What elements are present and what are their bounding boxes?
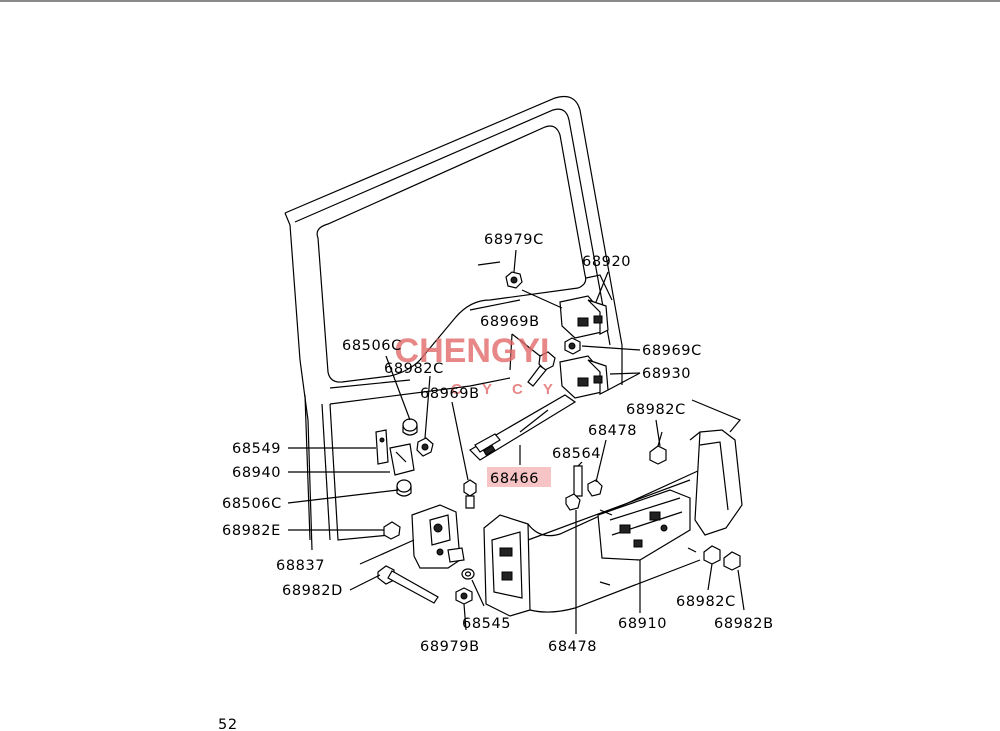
tailgate-door-panel xyxy=(284,95,623,551)
label-68982C-left: 68982C xyxy=(384,361,444,377)
nut-68969C xyxy=(564,337,581,355)
label-68982D: 68982D xyxy=(282,583,343,599)
nut-68979C-top xyxy=(505,271,523,289)
clip-68564 xyxy=(573,465,583,497)
bracket-68549 xyxy=(375,429,389,465)
label-68478-top: 68478 xyxy=(588,423,637,439)
label-68910: 68910 xyxy=(618,616,667,632)
bumper-68506C-lower xyxy=(396,479,412,497)
label-68982B: 68982B xyxy=(714,616,774,632)
label-68969B-lower: 68969B xyxy=(420,386,480,402)
bolt-68982C-lower-right xyxy=(703,545,721,565)
bolt-68982C-left xyxy=(416,437,434,457)
bumper-68506C-upper xyxy=(402,418,418,436)
bolt-68969B-upper xyxy=(527,351,556,387)
label-68930: 68930 xyxy=(642,366,691,382)
top-border-line xyxy=(0,0,1000,2)
leader-lines xyxy=(287,249,745,634)
label-68969C: 68969C xyxy=(642,343,702,359)
lower-hinge xyxy=(559,355,609,399)
bolt-68982B xyxy=(723,551,741,571)
label-68837: 68837 xyxy=(276,558,325,574)
watermark-subtext: CYCY xyxy=(451,381,573,398)
highlight-box-68466 xyxy=(487,467,551,487)
label-68549: 68549 xyxy=(232,441,281,457)
label-68982C-right: 68982C xyxy=(626,402,686,418)
bolt-68969B-lower xyxy=(463,479,477,509)
label-68478-bottom: 68478 xyxy=(548,639,597,655)
bolt-68982E xyxy=(383,521,401,540)
label-68564: 68564 xyxy=(552,446,601,462)
clip-68478-upper xyxy=(587,479,603,497)
nut-68979B xyxy=(455,587,473,605)
washer-68545 xyxy=(461,568,475,580)
bolt-68982D xyxy=(377,565,439,604)
upper-hinge xyxy=(559,295,609,339)
label-68982E: 68982E xyxy=(222,523,281,539)
watermark-text: CHENGYI xyxy=(395,332,550,370)
label-68969B-upper: 68969B xyxy=(480,314,540,330)
part-labels: 68979C 68920 68969B 68969C 68930 68506C … xyxy=(218,232,774,731)
page-number: 52 xyxy=(218,717,238,731)
lower-hinge-68837 xyxy=(411,504,465,569)
label-68940: 68940 xyxy=(232,465,281,481)
bolt-68982C-upper-right xyxy=(649,431,667,465)
tailgate-lower-frame xyxy=(483,429,743,617)
stay-rod xyxy=(469,394,577,461)
label-68545: 68545 xyxy=(462,616,511,632)
latch-68940 xyxy=(389,443,415,476)
label-68466: 68466 xyxy=(490,471,539,487)
label-68979B: 68979B xyxy=(420,639,480,655)
label-68982C-bottom: 68982C xyxy=(676,594,736,610)
label-68920: 68920 xyxy=(582,254,631,270)
label-68506C-lower: 68506C xyxy=(222,496,282,512)
watermark: CHENGYI CYCY xyxy=(395,332,573,398)
label-68979C-top: 68979C xyxy=(484,232,544,248)
clip-68478-lower xyxy=(565,493,581,511)
label-68506C-upper: 68506C xyxy=(342,338,402,354)
